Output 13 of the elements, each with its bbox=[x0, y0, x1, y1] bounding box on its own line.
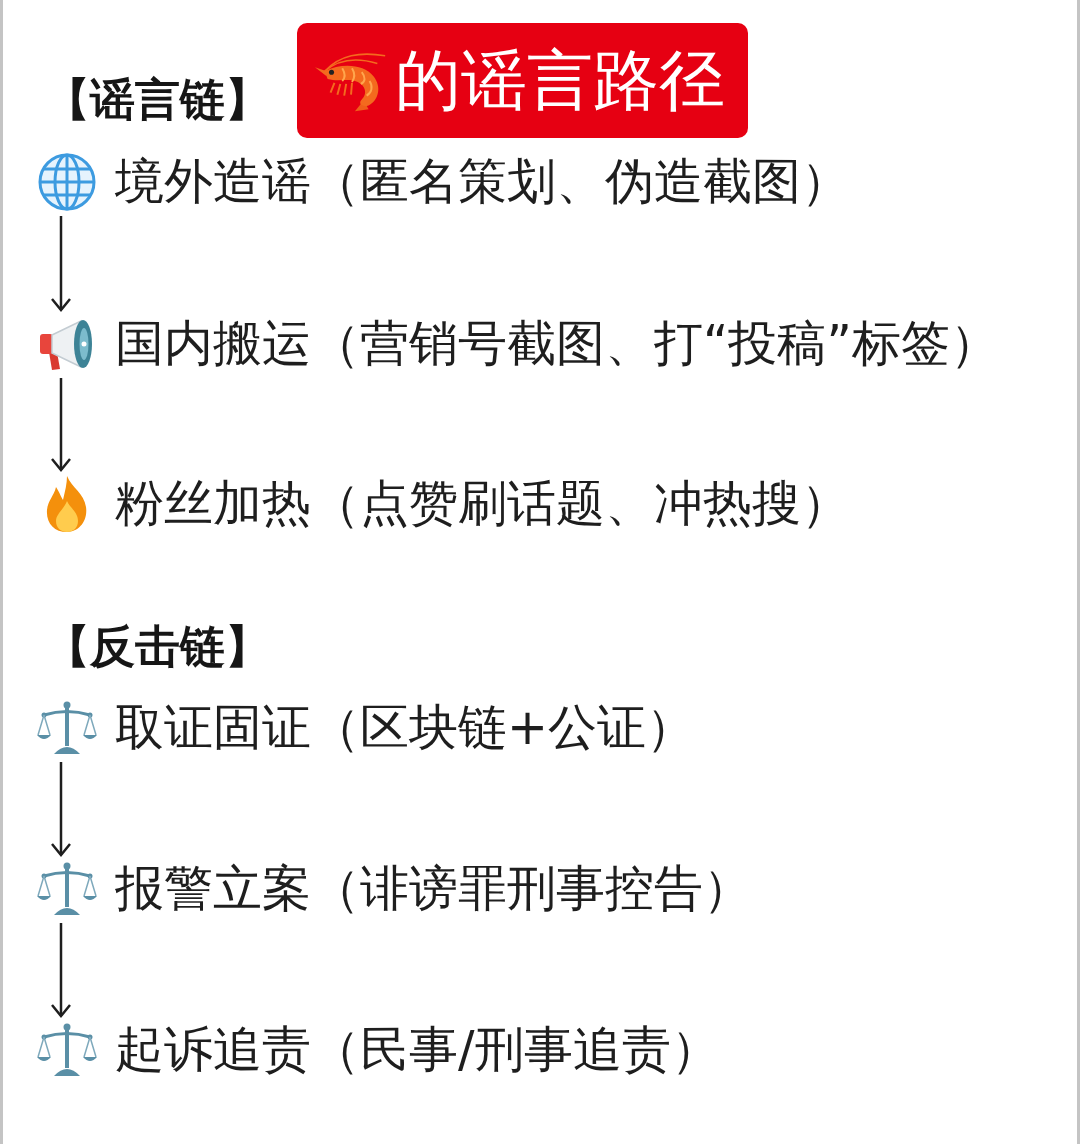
arrow bbox=[50, 923, 72, 1018]
arrow bbox=[50, 762, 72, 857]
step-text: 粉丝加热（点赞刷话题、冲热搜） bbox=[115, 474, 850, 534]
arrow bbox=[50, 216, 72, 312]
step-text: 报警立案（诽谤罪刑事控告） bbox=[115, 859, 752, 919]
step-text: 起诉追责（民事/刑事追责） bbox=[115, 1020, 720, 1080]
step-text: 取证固证（区块链+公证） bbox=[115, 698, 696, 758]
step-text: 国内搬运（营销号截图、打“投稿”标签） bbox=[115, 314, 999, 374]
arrow bbox=[50, 378, 72, 472]
section-heading: 【反击链】 bbox=[45, 619, 270, 675]
title-text: 的谣言路径 bbox=[395, 40, 725, 121]
section-heading: 【谣言链】 bbox=[45, 72, 270, 128]
step-text: 境外造谣（匿名策划、伪造截图） bbox=[115, 152, 850, 212]
